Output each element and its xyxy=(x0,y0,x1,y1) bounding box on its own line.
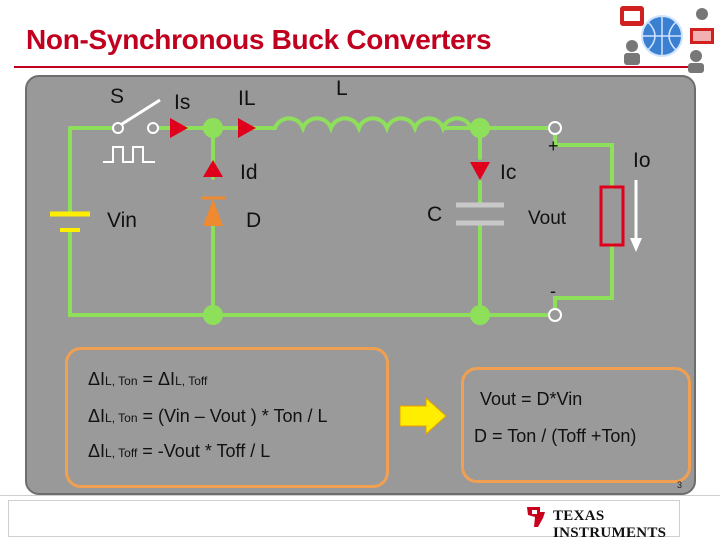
id-arrow xyxy=(203,160,223,177)
capacitor xyxy=(456,202,504,226)
diode-label: D xyxy=(246,209,262,232)
id-label: Id xyxy=(240,161,258,184)
capacitor-label: C xyxy=(427,203,443,226)
wire-left-top xyxy=(68,126,557,317)
il-label: IL xyxy=(238,87,256,110)
io-arrow xyxy=(630,180,642,252)
is-label: Is xyxy=(174,91,191,114)
ti-brand-text: TEXAS INSTRUMENTS xyxy=(553,508,667,541)
equation-vout: Vout = D*Vin xyxy=(480,389,583,409)
equation-delta-ton: ΔIL, Ton = (Vin – Vout ) * Ton / L xyxy=(88,406,328,426)
ic-label: Ic xyxy=(500,161,517,184)
wire-load-bottom xyxy=(553,243,614,317)
page-number: 3 xyxy=(677,480,683,490)
switch xyxy=(112,98,161,134)
right-equations-box xyxy=(461,367,691,483)
diode xyxy=(201,196,225,226)
vout-label: Vout xyxy=(528,208,567,229)
ti-logo-icon xyxy=(527,507,545,527)
ic-arrow xyxy=(470,162,490,180)
right-arrow-icon xyxy=(399,396,447,436)
network-people-icon xyxy=(620,6,714,73)
title-underline xyxy=(14,66,704,68)
junction-dots xyxy=(203,118,490,325)
io-label: Io xyxy=(633,149,651,172)
inductor xyxy=(273,116,480,134)
vin-label: Vin xyxy=(107,209,137,232)
load-resistor xyxy=(599,185,625,247)
il-arrow xyxy=(238,118,256,138)
battery xyxy=(50,211,90,232)
footer-bar xyxy=(0,495,720,541)
pwm-waveform xyxy=(103,146,155,163)
output-terminals xyxy=(548,121,562,322)
footer-frame xyxy=(8,500,680,537)
inductor-label: L xyxy=(336,77,348,100)
equation-delta-toff: ΔIL, Toff = -Vout * Toff / L xyxy=(88,441,271,461)
minus-label: - xyxy=(550,281,556,301)
equation-duty-cycle: D = Ton / (Toff +Ton) xyxy=(474,426,637,446)
plus-label: + xyxy=(548,136,559,156)
wire-load-top xyxy=(553,126,614,189)
left-equations-box xyxy=(65,347,389,488)
page-title: Non-Synchronous Buck Converters xyxy=(26,24,492,55)
equation-delta-equal: ΔIL, Ton = ΔIL, Toff xyxy=(88,369,208,389)
is-arrow xyxy=(170,118,188,138)
switch-label: S xyxy=(110,85,125,108)
